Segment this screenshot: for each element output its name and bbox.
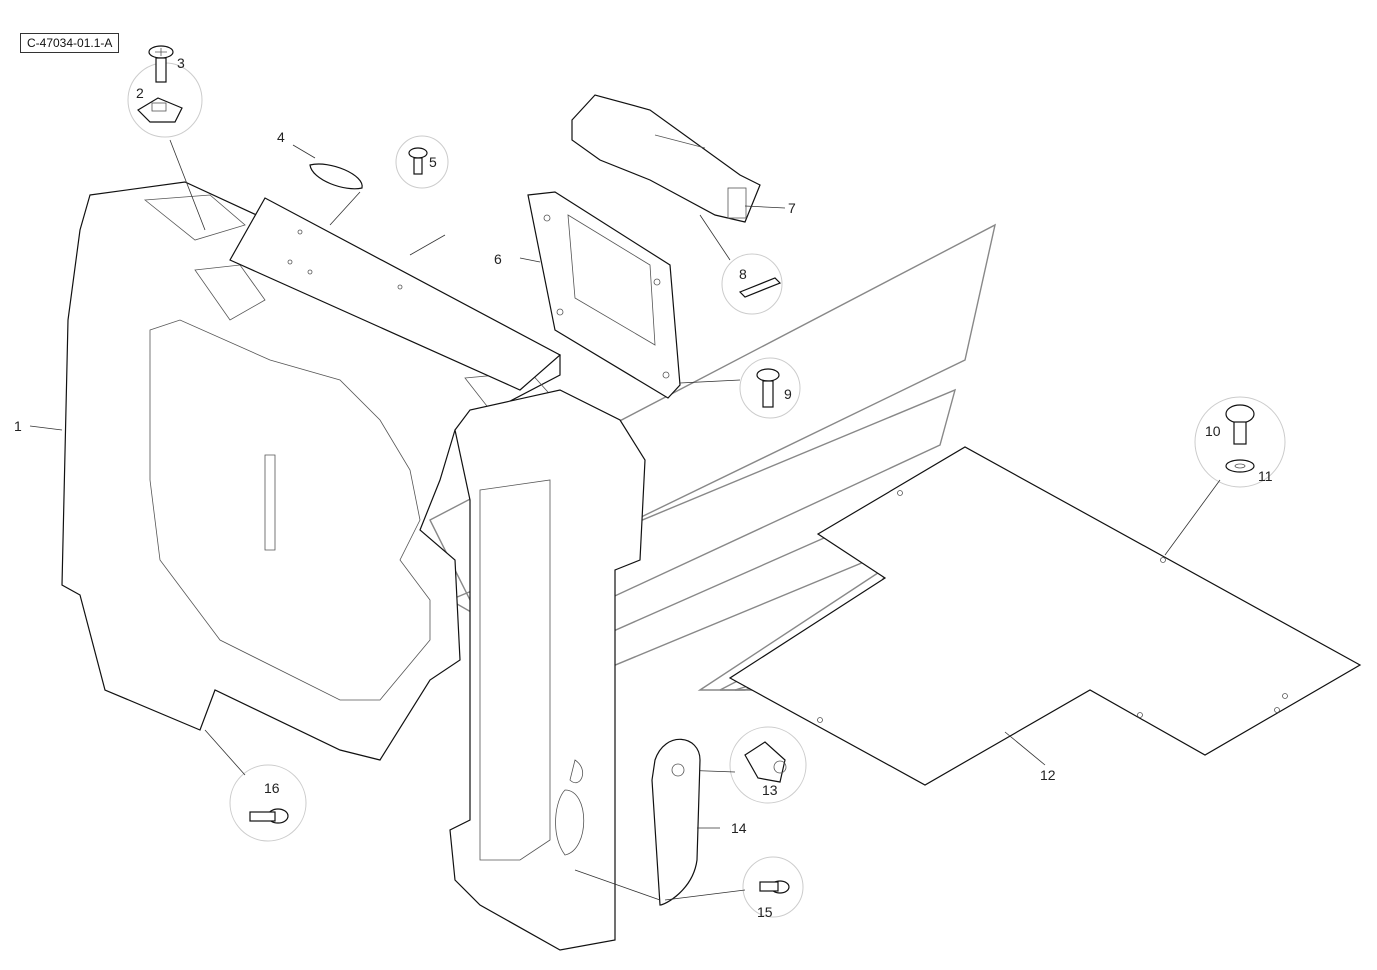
part-16-screw (204, 729, 307, 842)
callout-9: 9 (784, 386, 792, 402)
part-12-floor-plate (728, 446, 1362, 786)
callout-15: 15 (757, 904, 773, 920)
callout-11: 11 (1258, 468, 1273, 484)
callout-16: 16 (264, 780, 280, 796)
callout-3: 3 (177, 55, 185, 71)
part-14-slot-cover (651, 738, 720, 906)
leader-5 (409, 234, 446, 256)
callout-10: 10 (1205, 423, 1221, 439)
vertical-pillar (449, 389, 646, 951)
leader-1 (29, 425, 63, 431)
part-13-fastener (679, 726, 807, 804)
part-10-11-bolt-washer (1164, 396, 1286, 556)
part-6-frame (519, 191, 681, 399)
part-5-screw (395, 135, 449, 189)
callout-labels: 1 2 3 4 5 6 7 8 9 10 11 12 13 14 15 16 (14, 55, 1273, 920)
callout-14: 14 (731, 820, 747, 836)
callout-12: 12 (1040, 767, 1056, 783)
callout-2: 2 (136, 85, 144, 101)
callout-7: 7 (788, 200, 796, 216)
part-4-gasket (292, 144, 363, 226)
callout-4: 4 (277, 129, 285, 145)
diagram-reference-code: C-47034-01.1-A (20, 33, 120, 53)
part-1-top-flange (229, 197, 562, 391)
callout-6: 6 (494, 251, 502, 267)
part-9-screw (679, 357, 801, 419)
part-8-clip (699, 214, 783, 315)
callout-13: 13 (762, 782, 778, 798)
callout-1: 1 (14, 418, 22, 434)
callout-5: 5 (429, 154, 437, 170)
part-15-screw (574, 856, 804, 918)
callout-8: 8 (739, 266, 747, 282)
part-2-clip-nut (127, 62, 206, 231)
part-3-screw (148, 45, 174, 83)
part-7-cover (571, 94, 786, 223)
